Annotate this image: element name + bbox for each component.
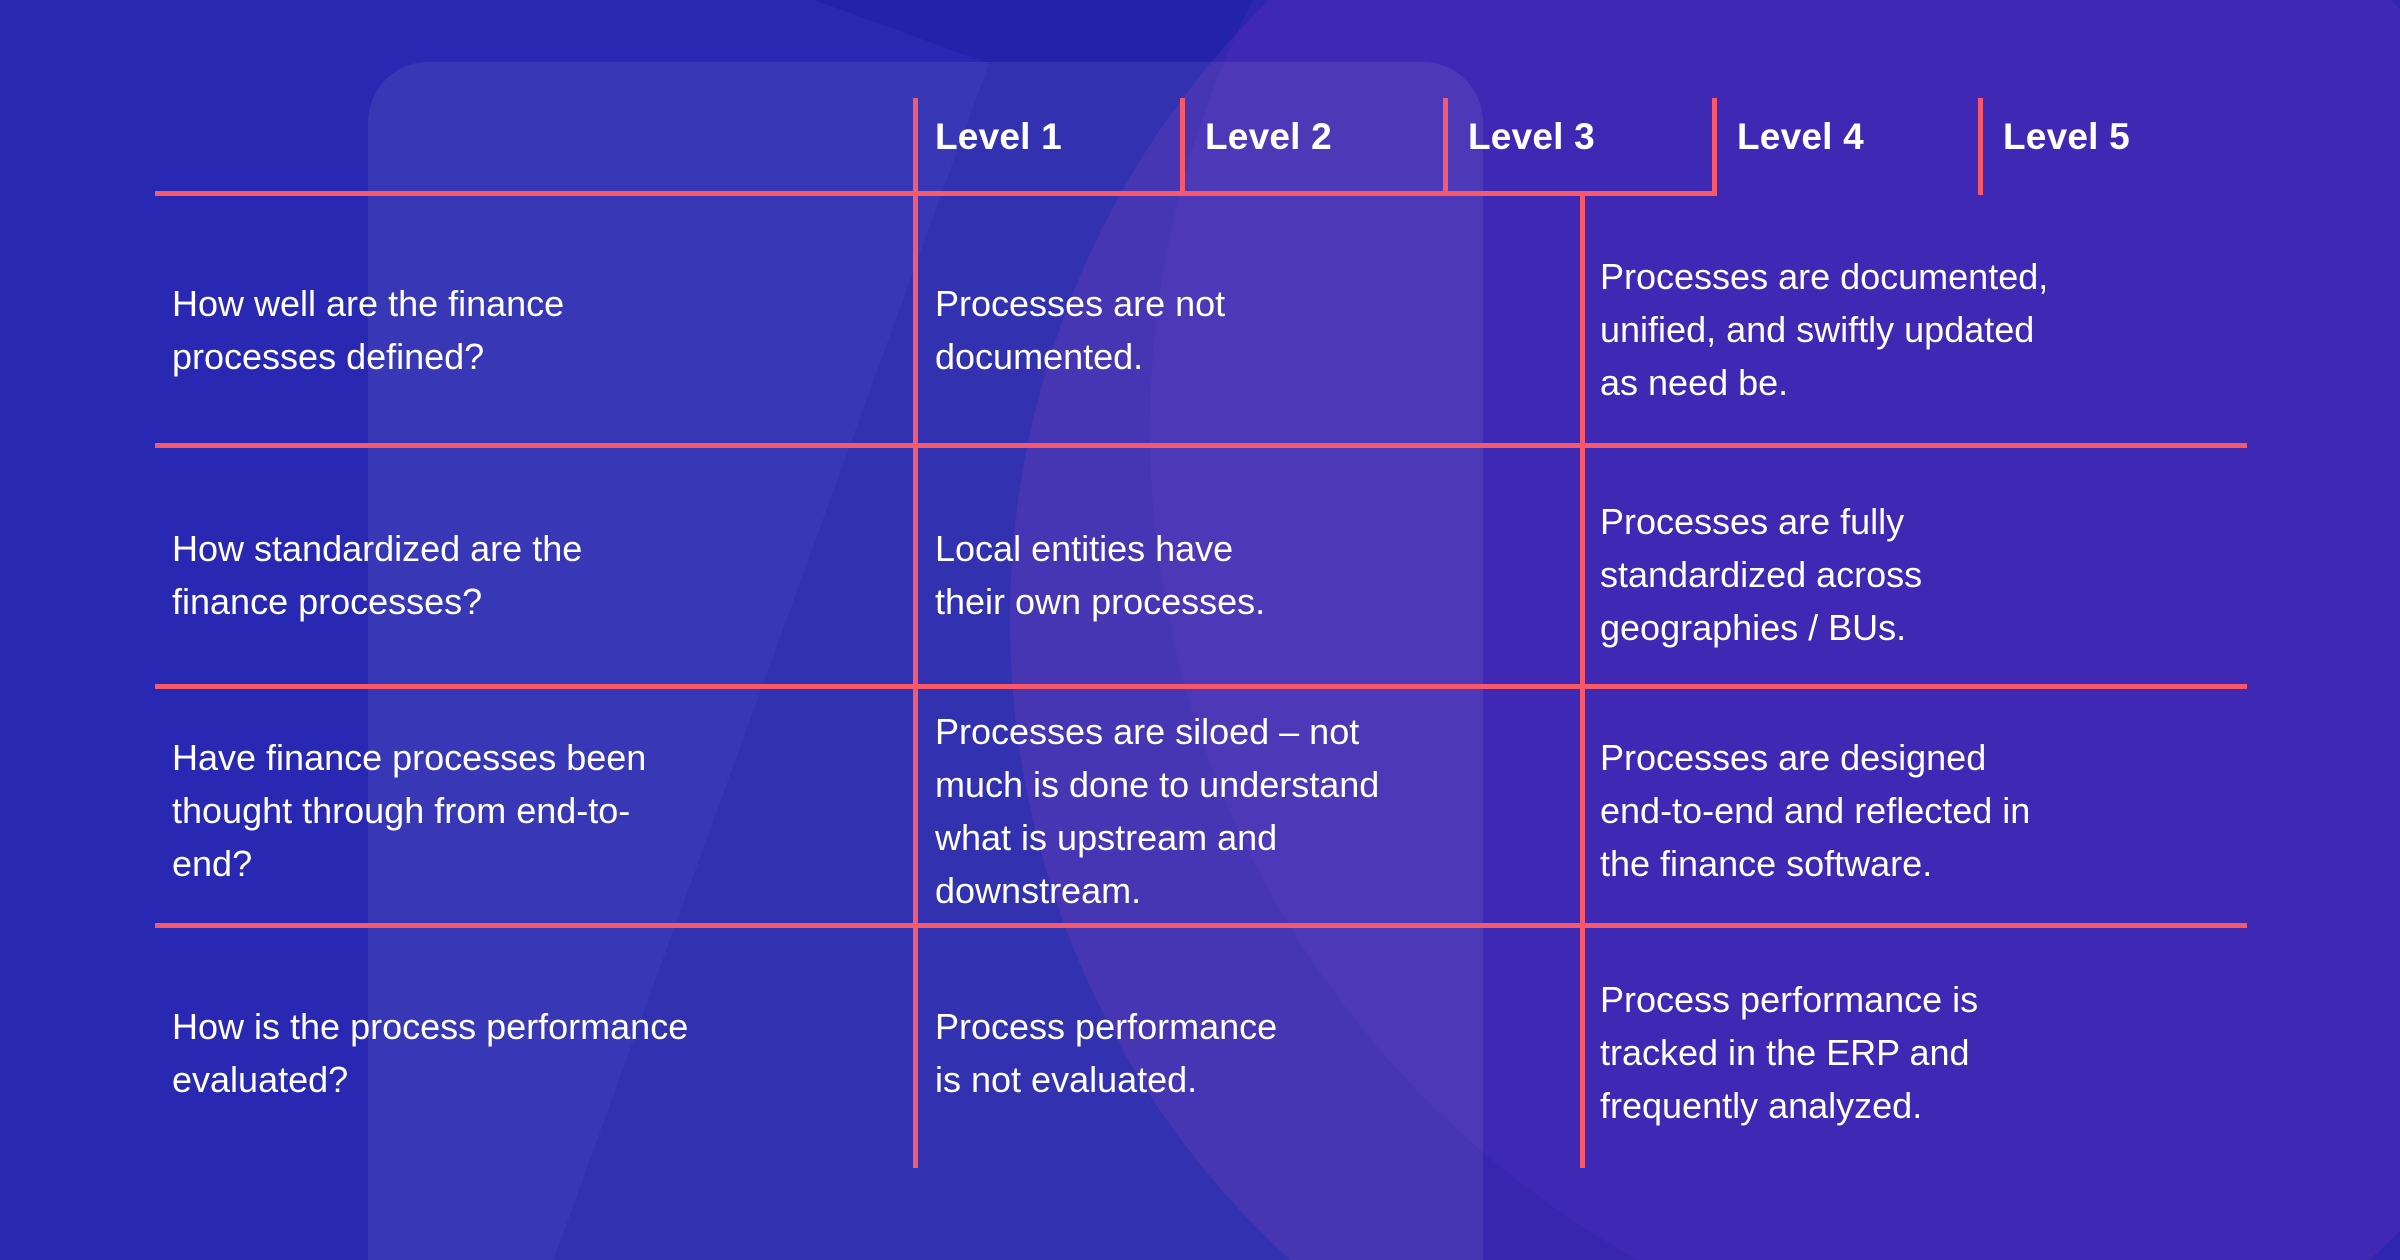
- header-divider-before-level-2: [1180, 98, 1185, 195]
- table-row-4-question: How is the process performance evaluated…: [172, 1006, 689, 1100]
- table-row-2-level-1-answer: Local entities have their own processes.: [935, 528, 1266, 622]
- table-row-3-level-1-answer: Processes are siloed – not much is done …: [935, 711, 1380, 911]
- column-header-level-5: Level 5: [2003, 116, 2130, 157]
- header-rule-left: [155, 191, 1185, 196]
- table-row-1-level-1-answer: Processes are not documented.: [935, 283, 1226, 377]
- column-header-level-3: Level 3: [1468, 116, 1595, 157]
- table-row-2-level-5-answer: Processes are fully standardized across …: [1600, 501, 1923, 648]
- header-divider-before-level-1: [913, 98, 918, 195]
- header-rule-middle: [1185, 191, 1717, 196]
- header-divider-before-level-3: [1443, 98, 1448, 195]
- column-header-level-1: Level 1: [935, 116, 1062, 157]
- table-row-1-question: How well are the finance processes defin…: [172, 283, 565, 377]
- body-divider-level1-level5: [1580, 196, 1585, 1168]
- body-divider-question-level1: [913, 191, 918, 1168]
- row-divider-3: [155, 923, 2247, 928]
- row-divider-1: [155, 443, 2247, 448]
- table-row-1-level-5-answer: Processes are documented, unified, and s…: [1600, 256, 2049, 403]
- column-header-level-2: Level 2: [1205, 116, 1332, 157]
- table-row-4-level-5-answer: Process performance is tracked in the ER…: [1600, 979, 1979, 1126]
- header-divider-before-level-4: [1712, 98, 1717, 195]
- table-row-4-level-1-answer: Process performance is not evaluated.: [935, 1006, 1278, 1100]
- table-row-3-question: Have finance processes been thought thro…: [172, 737, 647, 884]
- row-divider-2: [155, 684, 2247, 689]
- column-header-level-4: Level 4: [1737, 116, 1864, 157]
- table-row-2-question: How standardized are the finance process…: [172, 528, 583, 622]
- table-row-3-level-5-answer: Processes are designed end-to-end and re…: [1600, 737, 2031, 884]
- header-divider-before-level-5: [1978, 98, 1983, 195]
